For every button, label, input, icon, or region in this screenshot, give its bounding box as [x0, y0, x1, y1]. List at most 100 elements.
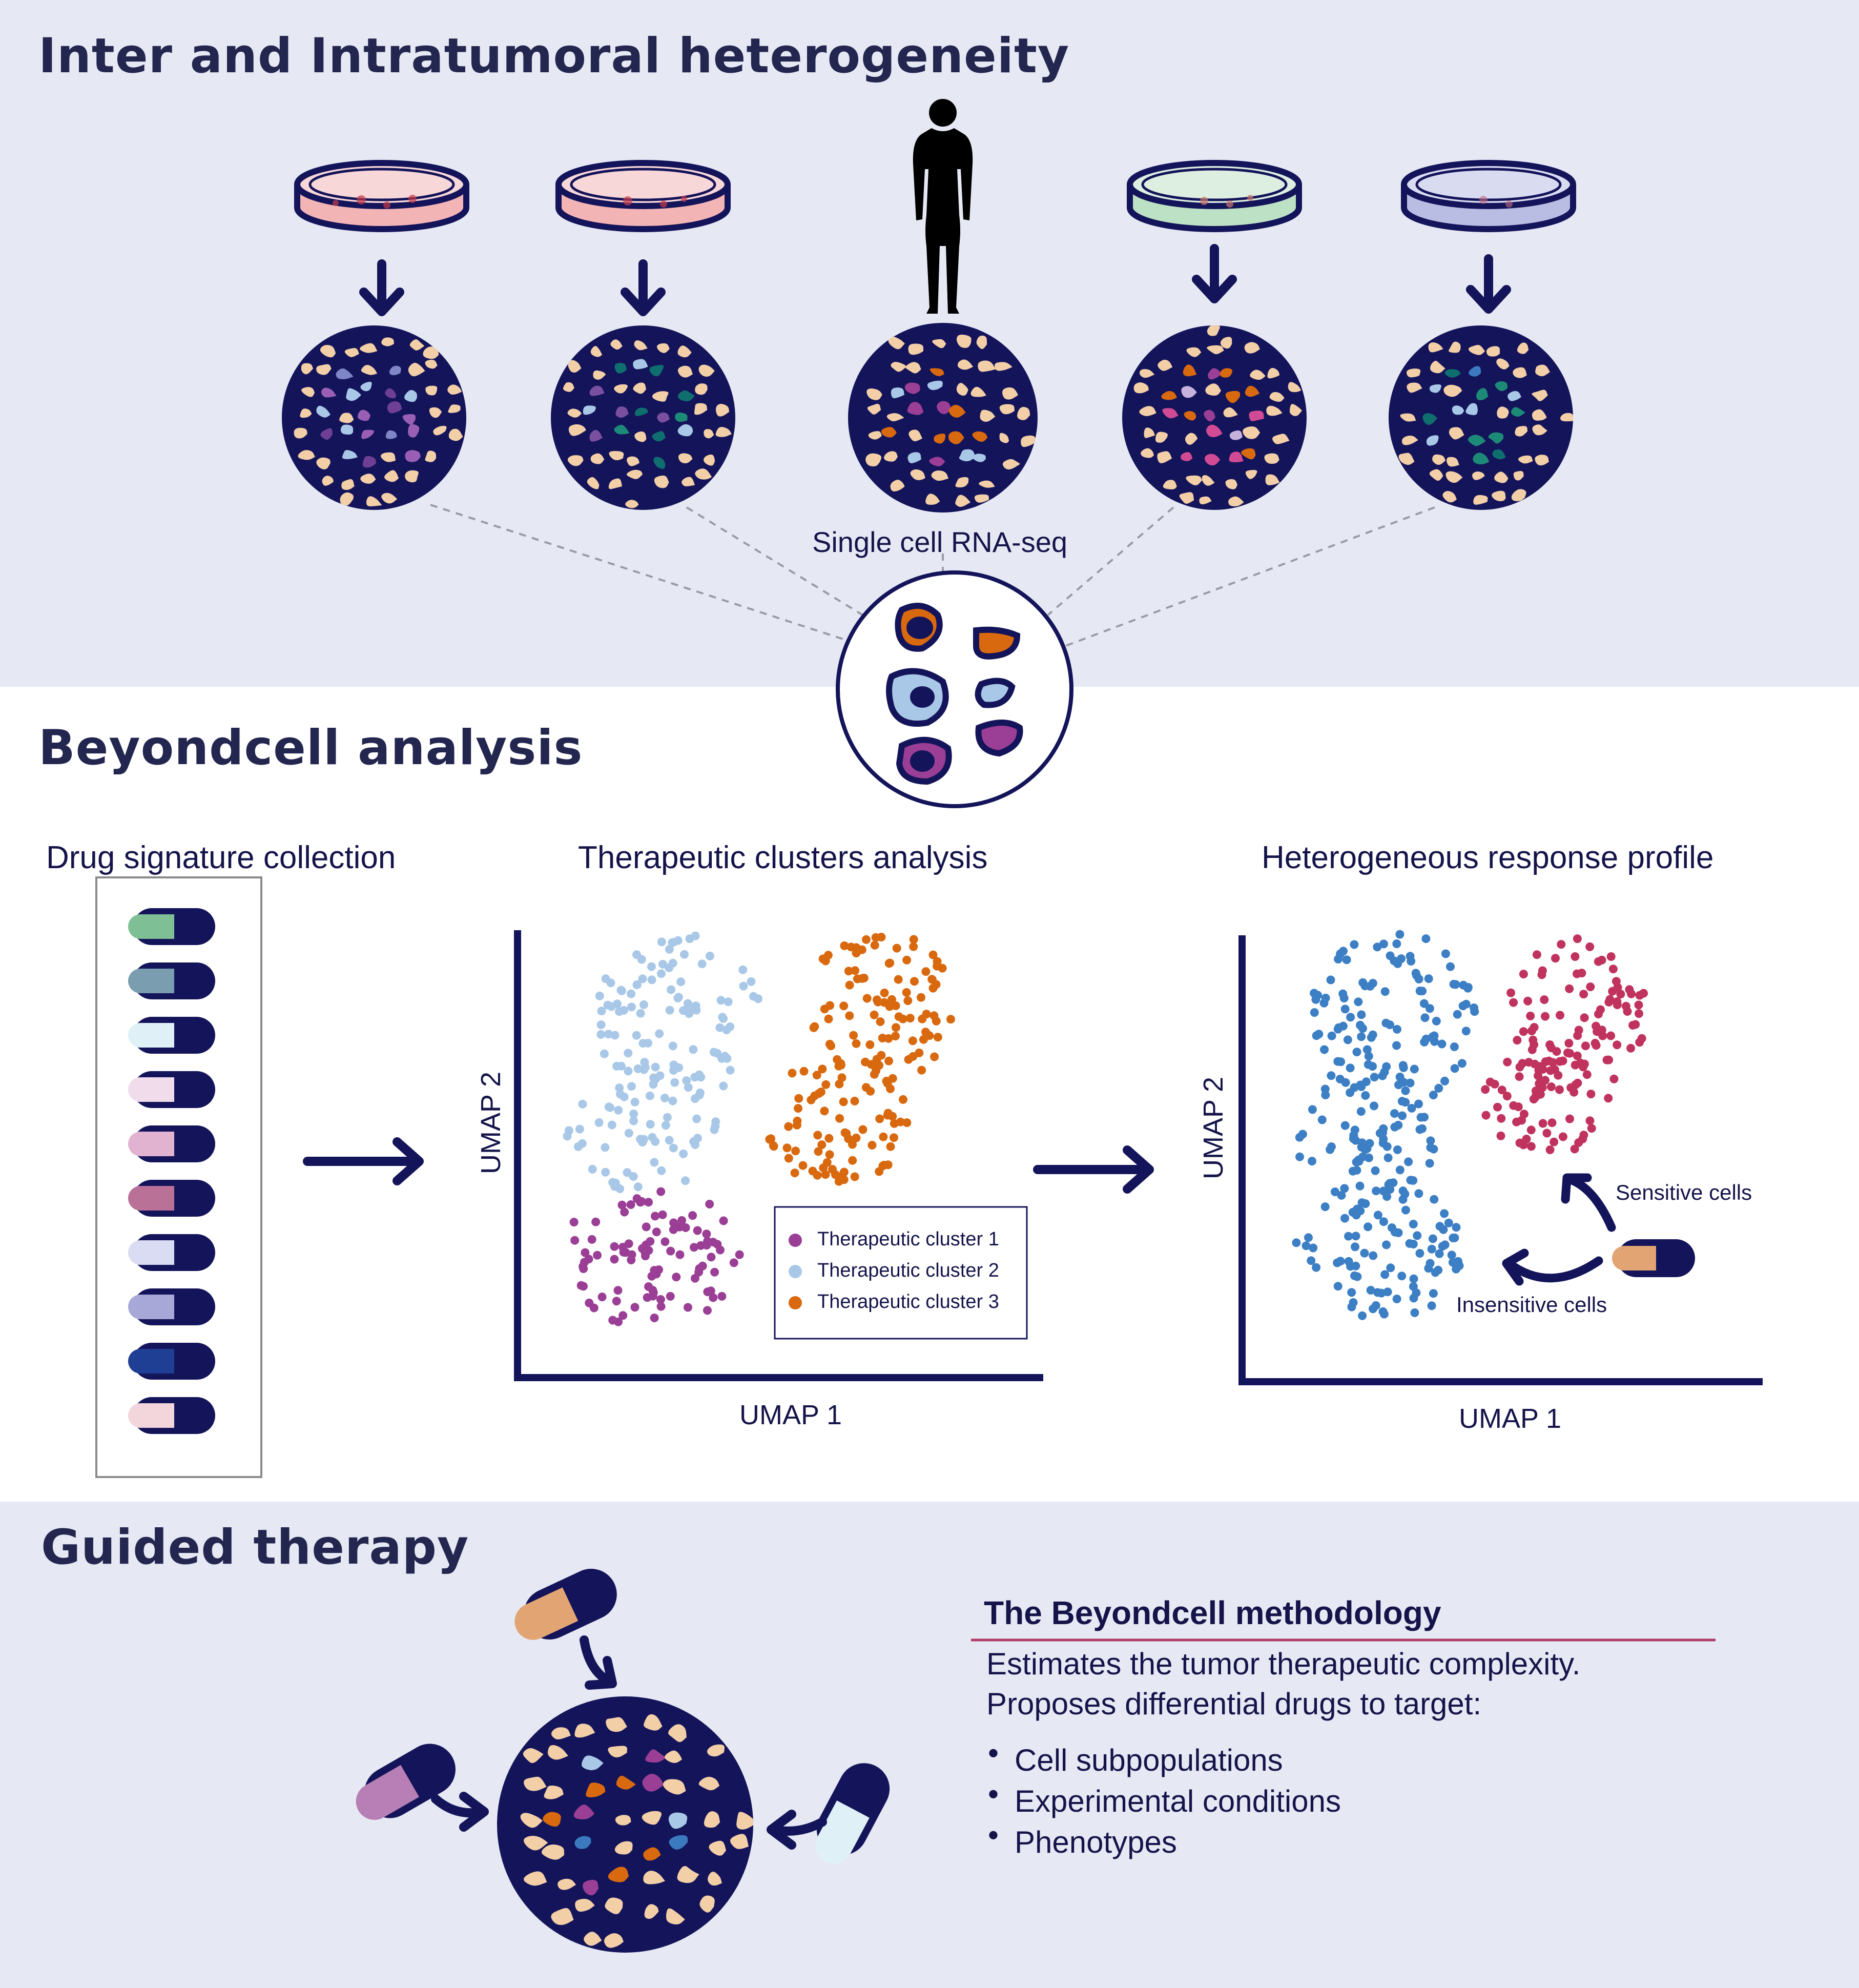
cluster-3-point [933, 1033, 942, 1042]
sensitive-point [1481, 1111, 1491, 1120]
cluster-2-point [636, 1009, 645, 1018]
cell-shape [608, 478, 623, 489]
cell-shape [1289, 404, 1302, 416]
insensitive-point [1312, 1031, 1321, 1040]
cell-shape [1243, 426, 1261, 439]
cluster-1-point [644, 1198, 653, 1207]
insensitive-point [1339, 994, 1349, 1002]
cell-shape [340, 424, 354, 435]
cluster-2-point [629, 1109, 638, 1118]
cell-shape [884, 451, 898, 462]
cell-shape [955, 477, 969, 487]
cluster-3-point [892, 1023, 900, 1032]
cluster-1-point [672, 1273, 681, 1282]
cluster-1-point [669, 1225, 678, 1234]
sensitive-point [1502, 1092, 1512, 1101]
cell-shape [1181, 386, 1197, 398]
cell-shape [1266, 405, 1283, 416]
cell-shape [615, 1815, 631, 1826]
insensitive-point [1393, 1145, 1402, 1154]
insensitive-point [1357, 1032, 1366, 1041]
insensitive-point [1308, 1157, 1316, 1166]
cluster-2-point [647, 962, 656, 971]
cluster-2-point [563, 1132, 572, 1141]
cluster-2-point [684, 1083, 693, 1092]
drug-collection-box [95, 876, 262, 1478]
cell-shape [1207, 325, 1220, 336]
cell-shape [891, 362, 907, 372]
cell-shape [589, 385, 605, 396]
guided-pill-right [815, 1763, 890, 1864]
cluster-2-point [601, 1143, 610, 1152]
cluster-3-point [905, 1014, 915, 1023]
cell-shape [1492, 449, 1506, 460]
cell-shape [677, 390, 695, 401]
cluster-2-point [607, 1120, 616, 1130]
cell-shape [423, 346, 439, 359]
cell-shape [336, 368, 354, 379]
cell-shape [384, 470, 399, 482]
cluster-2-point [619, 1006, 628, 1015]
insensitive-point [1373, 1288, 1382, 1297]
sensitive-point [1519, 1027, 1528, 1036]
cluster-1-point [617, 1200, 627, 1210]
cluster-1-point [660, 1237, 670, 1246]
insensitive-point [1404, 1157, 1413, 1166]
cell-shape [1229, 452, 1244, 462]
cell-shape [361, 365, 378, 375]
cell-shape [642, 1811, 662, 1825]
cluster-2-point [692, 1114, 701, 1123]
insensitive-point [1320, 1202, 1330, 1212]
cell-shape [1507, 391, 1521, 401]
cell-shape [358, 409, 370, 421]
cluster-3-point [845, 980, 854, 990]
cell-shape [1264, 453, 1279, 464]
cell-shape [1250, 370, 1266, 380]
cluster-3-point [891, 1001, 900, 1010]
cell-shape [1495, 381, 1508, 392]
cluster-2-point [691, 931, 700, 940]
insensitive-point [1379, 1309, 1389, 1319]
cluster-2-point [619, 1092, 629, 1101]
cluster-3-point [910, 977, 919, 986]
cell-shape [908, 343, 923, 355]
methodology-title: The Beyondcell methodology [984, 1594, 1441, 1631]
insensitive-point [1386, 1263, 1395, 1273]
cell-shape [402, 414, 416, 425]
cluster-2-point [588, 1164, 597, 1174]
cell-shape [972, 454, 986, 462]
cluster-2-point [667, 985, 676, 994]
cluster-2-point [607, 1002, 616, 1011]
cluster-1-point [735, 1250, 744, 1259]
insensitive-point [1310, 1008, 1319, 1017]
cluster-3-point [824, 1134, 834, 1143]
insensitive-point [1344, 1232, 1353, 1241]
umap-right-xlabel: UMAP 1 [1459, 1403, 1562, 1434]
drug-pill [128, 1017, 215, 1054]
cell-shape [447, 384, 462, 395]
cluster-3-point [887, 995, 896, 1004]
legend-dot [789, 1234, 802, 1247]
insensitive-point [1372, 1186, 1381, 1196]
cell-shape [1430, 361, 1445, 374]
cell-shape [627, 456, 639, 466]
sensitive-point [1556, 1011, 1564, 1020]
cluster-2-point [674, 993, 683, 1002]
cluster-3-point [930, 1052, 939, 1061]
cluster-3-point [908, 1036, 917, 1046]
cell-shape [1155, 432, 1168, 443]
cell-shape [320, 428, 333, 440]
cell-shape [1492, 490, 1506, 501]
sensitive-point [1541, 1012, 1550, 1021]
cell-shape [1184, 411, 1196, 421]
insensitive-point [1340, 1184, 1349, 1193]
cell-shape [605, 1897, 623, 1914]
umap-right-points [1292, 930, 1648, 1320]
cell-shape [524, 1871, 547, 1886]
sensitive-point [1552, 1047, 1561, 1056]
petri-dish [1401, 160, 1576, 232]
insensitive-point [1394, 1080, 1403, 1090]
cluster-3-point [821, 1080, 831, 1089]
sensitive-point [1586, 982, 1595, 991]
guided-pill-top [514, 1568, 617, 1640]
